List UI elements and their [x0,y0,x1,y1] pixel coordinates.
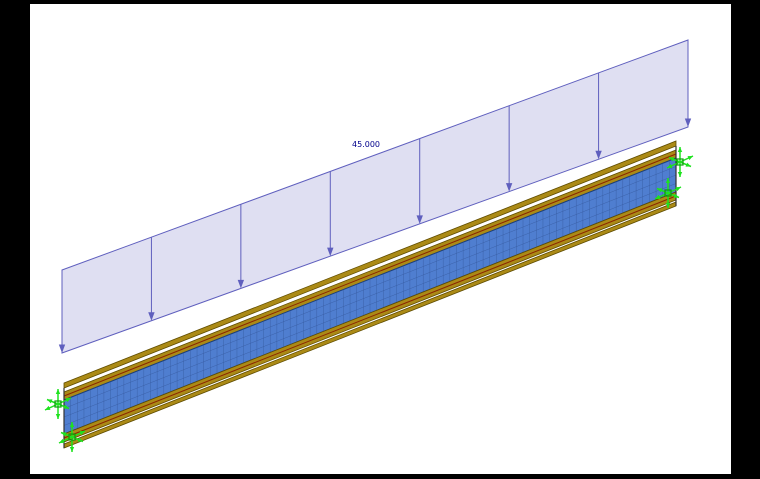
support-arrowhead [47,399,53,404]
support-node-box [68,433,76,441]
support-arrowhead [655,194,661,199]
load-arrowhead [505,183,513,192]
support-arrowhead [677,147,683,152]
load-arrowhead [595,150,602,160]
support-arrowhead [685,162,691,167]
support-arrowhead [55,389,61,394]
support-arrowhead [77,437,83,442]
load-arrowhead [327,247,334,257]
support-arrowhead [65,398,71,403]
support-node-box [54,400,62,408]
support-arrowhead [657,188,663,193]
support-arrowhead [69,447,75,452]
frame-right-bar [731,0,760,479]
support-arrowhead [669,157,675,162]
support-arrowhead [687,156,693,161]
load-arrowhead [237,279,245,289]
support-node-box [676,158,684,166]
mesh-line-longitudinal [63,166,677,409]
support-arrowhead [675,187,681,192]
steel-beam[interactable] [63,140,677,449]
support-symbol[interactable] [666,147,694,177]
frame-left-bar [0,0,30,479]
distributed-load[interactable]: 45.000 [58,39,692,354]
support-arrowhead [69,422,75,427]
support-arrowhead [79,431,85,436]
support-arrowhead [667,163,673,168]
load-division-arrows [58,40,692,353]
mesh-line-longitudinal [63,174,677,418]
support-node-box [664,189,672,197]
load-arrowhead [416,215,423,224]
supports [44,147,694,452]
support-arrowhead [59,438,65,443]
load-arrowhead [684,118,692,127]
web-mesh [63,160,677,432]
load-value-label: 45.000 [352,140,380,149]
member-axis-top [63,153,677,397]
frame-bottom-bar [0,474,760,479]
support-arrowhead [673,193,679,198]
load-arrowhead [58,344,66,353]
support-arrowhead [61,432,67,437]
support-arrowhead [677,172,683,177]
support-symbol[interactable] [654,178,682,208]
load-arrowhead [148,312,155,321]
support-symbol[interactable] [58,422,86,452]
support-arrowhead [63,404,69,409]
support-arrowhead [55,414,61,419]
support-arrowhead [665,178,671,183]
mesh-line-longitudinal [63,183,677,426]
member-axis-bottom [63,195,677,439]
frame-top-bar [0,0,760,4]
support-arrowhead [45,405,51,410]
support-symbol[interactable] [44,389,72,419]
support-arrowhead [665,203,671,208]
